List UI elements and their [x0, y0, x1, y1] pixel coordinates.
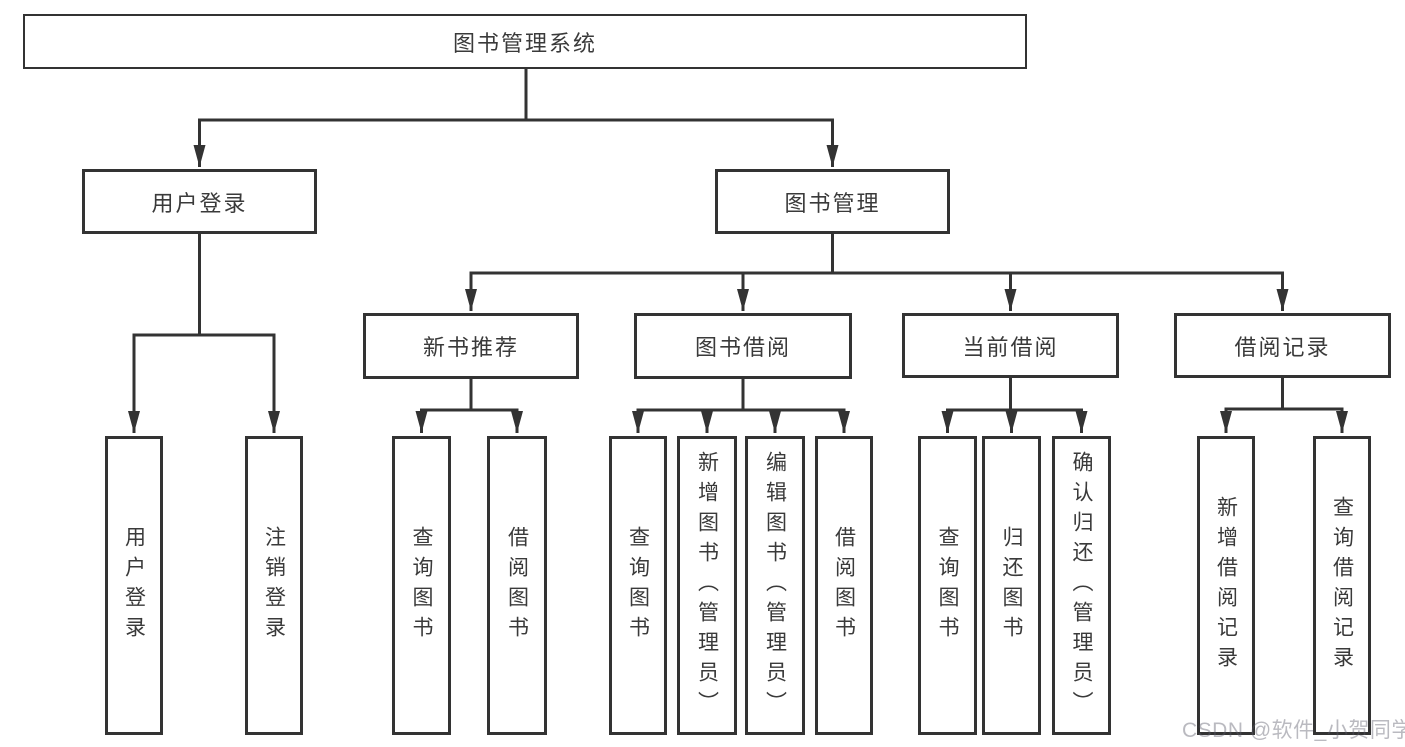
arrows-root-branch	[193, 120, 839, 167]
node-new-book-recommend: 新书推荐	[363, 313, 579, 379]
node-book-management-label: 图书管理	[784, 190, 881, 216]
node-current-borrowing: 当前借阅	[902, 313, 1119, 378]
node-book-management: 图书管理	[715, 169, 950, 234]
leaf-borrow-books: 借阅图书	[815, 436, 873, 735]
node-root-system: 图书管理系统	[23, 14, 1027, 69]
node-user-login-label: 用户登录	[151, 190, 248, 216]
leaf-borrow-books-recommend-label: 借阅图书	[505, 525, 529, 646]
node-root-system-label: 图书管理系统	[452, 30, 597, 56]
leaf-query-borrow-record: 查询借阅记录	[1313, 436, 1371, 735]
node-book-borrowing-label: 图书借阅	[694, 335, 791, 360]
leaf-query-books-recommend-label: 查询图书	[410, 525, 433, 646]
arrows-current-borrow-branch	[941, 410, 1088, 433]
arrows-book-management-branch	[465, 273, 1289, 311]
node-current-borrowing-label: 当前借阅	[962, 334, 1059, 360]
leaf-return-books-label: 归还图书	[1000, 525, 1023, 646]
node-borrowing-records-label: 借阅记录	[1234, 334, 1331, 360]
arrows-borrow-records-branch	[1220, 409, 1348, 433]
watermark-text: CSDN @软件_小贺同学	[1182, 719, 1405, 742]
leaf-add-borrow-record-label: 新增借阅记录	[1214, 495, 1238, 676]
leaf-query-books-borrow-label: 查询图书	[626, 525, 650, 646]
leaf-query-books-current-label: 查询图书	[936, 525, 959, 646]
leaf-add-books-admin-label: 新增图书（管理员）	[695, 450, 719, 721]
arrows-book-borrow-branch	[632, 410, 850, 433]
leaf-confirm-return-admin: 确认归还（管理员）	[1052, 436, 1111, 735]
arrows-user-login-branch	[128, 335, 280, 433]
leaf-user-login-label: 用户登录	[122, 525, 146, 646]
node-user-login: 用户登录	[82, 169, 317, 234]
node-new-book-recommend-label: 新书推荐	[422, 335, 519, 360]
leaf-query-books-current: 查询图书	[918, 436, 977, 735]
leaf-query-books-recommend: 查询图书	[392, 436, 451, 735]
leaf-user-login: 用户登录	[105, 436, 163, 735]
node-borrowing-records: 借阅记录	[1174, 313, 1391, 378]
arrows-new-books-branch	[415, 410, 523, 433]
leaf-edit-books-admin-label: 编辑图书（管理员）	[763, 450, 787, 721]
leaf-borrow-books-recommend: 借阅图书	[487, 436, 547, 735]
leaf-edit-books-admin: 编辑图书（管理员）	[745, 436, 805, 735]
leaf-add-books-admin: 新增图书（管理员）	[677, 436, 737, 735]
leaf-logout-label: 注销登录	[262, 525, 286, 646]
leaf-return-books: 归还图书	[982, 436, 1041, 735]
connector-trunks	[132, 67, 1344, 412]
leaf-borrow-books-label: 借阅图书	[832, 525, 856, 646]
leaf-query-books-borrow: 查询图书	[609, 436, 667, 735]
leaf-query-borrow-record-label: 查询借阅记录	[1330, 495, 1354, 676]
node-book-borrowing: 图书借阅	[634, 313, 852, 379]
leaf-confirm-return-admin-label: 确认归还（管理员）	[1070, 450, 1093, 721]
leaf-logout: 注销登录	[245, 436, 303, 735]
leaf-add-borrow-record: 新增借阅记录	[1197, 436, 1255, 735]
